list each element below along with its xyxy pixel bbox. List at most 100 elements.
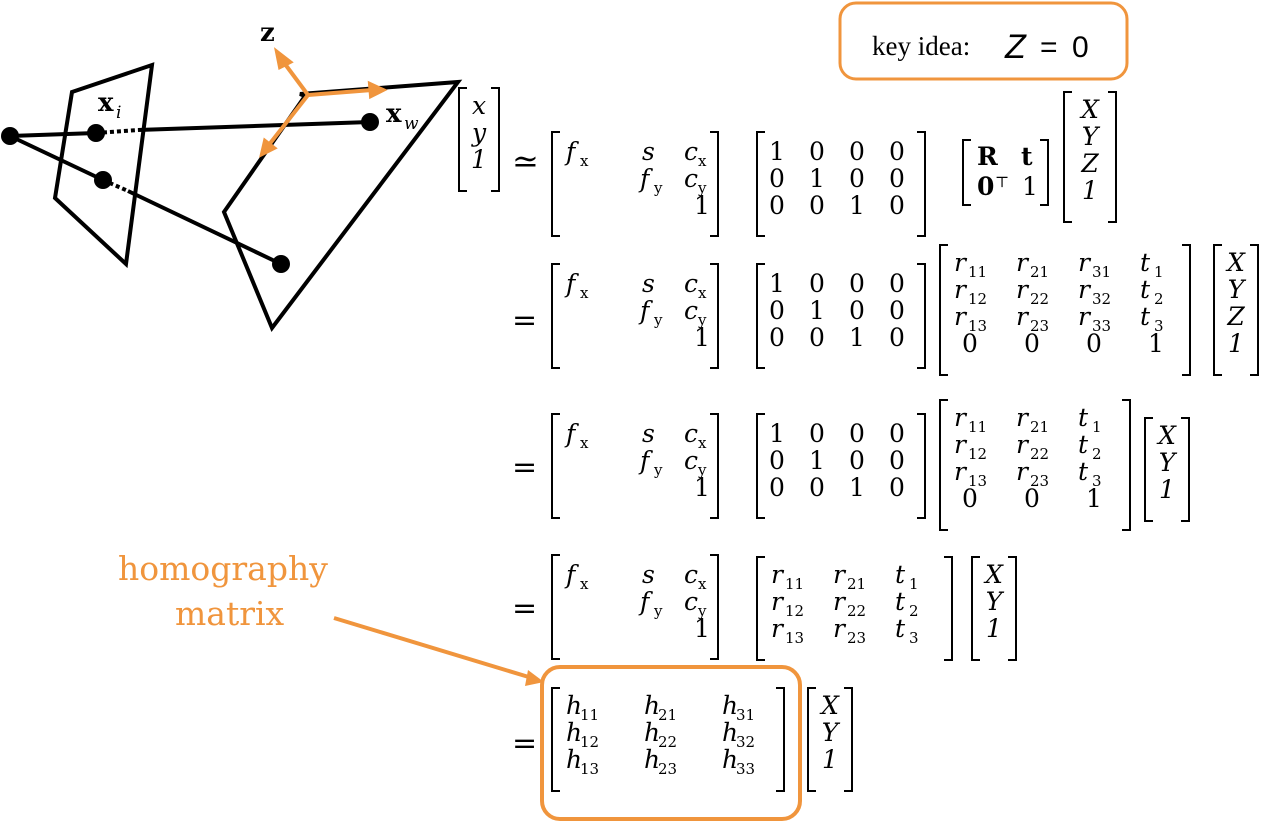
math-symbol: f: [638, 587, 653, 616]
math-symbol: 1: [1082, 176, 1098, 205]
math-subscript: 31: [736, 706, 755, 724]
math-subscript: 2: [909, 602, 919, 620]
math-subscript: x: [698, 434, 707, 452]
extrinsics-matrix-brackets: [962, 139, 1049, 206]
math-symbol: 1: [1228, 329, 1244, 358]
math-symbol: r: [954, 457, 968, 486]
math-subscript: 1: [1092, 418, 1102, 436]
math-symbol: r: [1078, 275, 1092, 304]
math-subscript: x: [580, 284, 589, 302]
math-subscript: y: [653, 311, 663, 329]
homography-label: homography: [118, 549, 328, 588]
math-symbol: 0: [809, 473, 825, 502]
math-symbol: 1: [849, 191, 865, 220]
math-symbol: 0: [769, 446, 785, 475]
math-symbol: 1: [471, 145, 487, 174]
math-subscript: 12: [968, 445, 987, 463]
intrinsics-matrix-brackets: [551, 413, 719, 519]
math-subscript: 13: [968, 317, 987, 335]
math-symbol: t: [1078, 457, 1089, 486]
math-symbol: X: [1225, 248, 1246, 277]
math-symbol: c: [684, 164, 698, 193]
math-subscript: 3: [1092, 472, 1102, 490]
key-idea-text: key idea: Z = 0: [872, 28, 1089, 66]
image-point-1: [87, 124, 105, 142]
math-symbol: h: [644, 718, 660, 747]
math-subscript: y: [697, 461, 707, 479]
plane-point-vector: [807, 687, 853, 792]
math-symbol: t: [1140, 248, 1151, 277]
ray-2-solid-b: [127, 189, 282, 266]
homography-matrix-box: [540, 665, 802, 821]
math-symbol: 1: [809, 296, 825, 325]
math-symbol: 1: [849, 323, 865, 352]
ray-1: [9, 131, 97, 138]
math-symbol: t: [895, 560, 906, 589]
math-symbol: 0: [849, 164, 865, 193]
image-plane: [52, 62, 155, 269]
math-symbol: 0: [769, 191, 785, 220]
math-symbol: 0: [962, 329, 978, 358]
math-symbol: f: [564, 269, 579, 298]
math-symbol: 0: [809, 137, 825, 166]
math-symbol: Y: [1159, 448, 1178, 477]
plane-point-vector: [1144, 417, 1190, 522]
math-symbol: 0: [889, 323, 905, 352]
matrix-label: matrix: [175, 594, 285, 633]
ray-1-solid-b: [137, 120, 371, 132]
math-symbol: h: [566, 745, 582, 774]
math-symbol: t: [1078, 430, 1089, 459]
math-subscript: y: [653, 461, 663, 479]
math-symbol: h: [644, 691, 660, 720]
math-symbol: X: [1156, 421, 1177, 450]
math-subscript: x: [580, 575, 589, 593]
rotation-symbol: R: [977, 142, 998, 171]
image-point-vector: [458, 87, 500, 192]
math-subscript: y: [697, 602, 707, 620]
transpose-symbol: ⊤: [995, 173, 1009, 191]
svg-text:=: =: [1040, 31, 1058, 64]
math-symbol: 0: [889, 296, 905, 325]
math-symbol: 0: [889, 269, 905, 298]
math-symbol: Z: [1080, 149, 1099, 178]
math-symbol: Y: [1082, 122, 1101, 151]
ray-2: [9, 134, 104, 182]
math-subscript: 23: [658, 760, 677, 778]
math-symbol: 1: [1159, 475, 1175, 504]
svg-text:x: x: [98, 88, 114, 118]
math-symbol: r: [1016, 275, 1030, 304]
math-symbol: 1: [849, 473, 865, 502]
math-symbol: 0: [889, 137, 905, 166]
zero-symbol: 0: [977, 172, 994, 201]
math-subscript: y: [653, 602, 663, 620]
math-symbol: c: [684, 419, 698, 448]
svg-text:i: i: [116, 103, 121, 123]
math-symbol: f: [564, 419, 579, 448]
equals-symbol: =: [512, 591, 537, 626]
math-subscript: 12: [785, 602, 804, 620]
math-symbol: 0: [1086, 329, 1102, 358]
math-symbol: 0: [809, 419, 825, 448]
math-symbol: c: [684, 296, 698, 325]
math-subscript: 31: [1092, 263, 1111, 281]
math-symbol: 0: [889, 473, 905, 502]
ray-2-dotted: [102, 178, 129, 193]
translation-symbol: t: [1021, 142, 1033, 171]
homography-matrix-brackets: [551, 687, 785, 792]
math-symbol: r: [1078, 248, 1092, 277]
math-symbol: r: [833, 587, 847, 616]
math-symbol: 0: [849, 419, 865, 448]
math-symbol: c: [684, 269, 698, 298]
math-subscript: 21: [1030, 263, 1049, 281]
world-point-2: [272, 255, 290, 273]
projection-matrix-brackets: [756, 131, 926, 237]
equals-symbol: =: [512, 450, 537, 485]
annotation-arrow: [333, 616, 533, 680]
svg-text:0: 0: [1072, 31, 1089, 64]
math-subscript: 22: [847, 602, 866, 620]
math-symbol: 1: [694, 614, 710, 643]
math-symbol: 0: [1024, 329, 1040, 358]
math-subscript: 2: [1092, 445, 1102, 463]
math-symbol: X: [983, 560, 1004, 589]
math-subscript: 11: [785, 575, 804, 593]
